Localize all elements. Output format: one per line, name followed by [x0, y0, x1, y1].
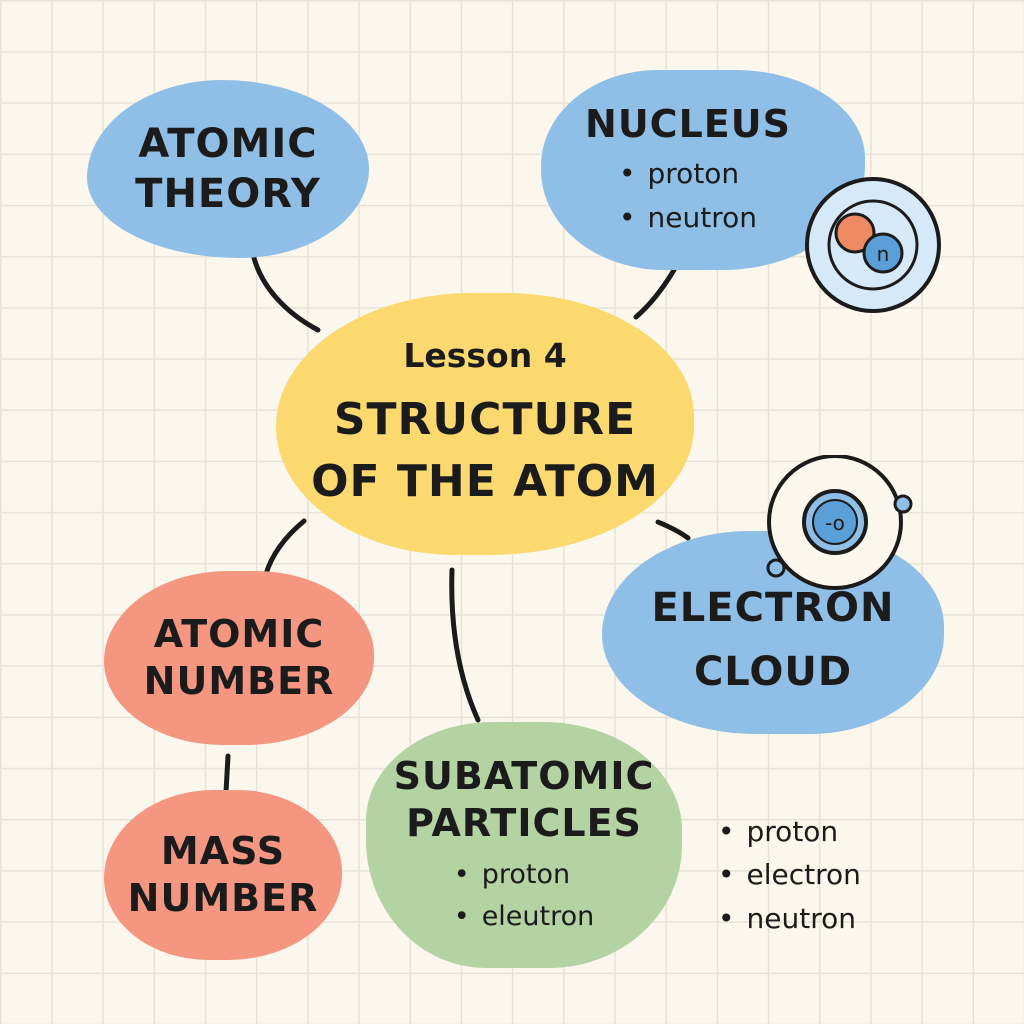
- connector-electron: [655, 519, 691, 541]
- connector-mass-number: [223, 753, 231, 795]
- subatomic-line2: PARTICLES: [406, 801, 642, 846]
- particle-list: proton electron neutron: [718, 810, 861, 940]
- nucleus-title: NUCLEUS: [585, 101, 791, 146]
- connector-theory: [251, 255, 321, 333]
- neutron-icon: [862, 232, 904, 274]
- atomic-theory-node: ATOMIC THEORY: [87, 80, 369, 258]
- electron-dot-left: [766, 558, 786, 578]
- connector-nucleus: [633, 267, 677, 320]
- subatomic-bullet-eleutron: eleutron: [454, 896, 595, 938]
- central-title-line1: STRUCTURE: [333, 393, 637, 445]
- neutron-label: n: [877, 242, 890, 266]
- mass-number-line1: MASS: [160, 828, 286, 873]
- electron-dot-right: [893, 494, 913, 514]
- nucleus-icon: n: [805, 177, 941, 313]
- particle-list-item: electron: [718, 853, 861, 896]
- lesson-label: Lesson 4: [403, 335, 567, 375]
- atomic-theory-line1: ATOMIC: [138, 121, 318, 167]
- central-topic: Lesson 4 STRUCTURE OF THE ATOM: [276, 293, 694, 555]
- nucleus-bullet-proton: proton: [619, 152, 757, 195]
- atomic-number-line1: ATOMIC: [153, 611, 325, 656]
- subatomic-bullets: proton eleutron: [454, 854, 595, 938]
- connector-subatomic: [449, 567, 481, 723]
- atomic-number-node: ATOMIC NUMBER: [104, 571, 374, 745]
- nucleus-core-label: -o: [825, 511, 845, 535]
- atomic-theory-line2: THEORY: [135, 171, 321, 217]
- mass-number-node: MASS NUMBER: [104, 790, 342, 960]
- electron-cloud-line2: CLOUD: [693, 648, 853, 695]
- nucleus-bullet-neutron: neutron: [619, 196, 757, 239]
- connector-atomic-number: [263, 518, 307, 577]
- subatomic-line1: SUBATOMIC: [393, 753, 655, 798]
- electron-cloud-line1: ELECTRON: [651, 584, 895, 631]
- subatomic-bullet-proton: proton: [454, 854, 595, 896]
- particle-list-item: proton: [718, 810, 861, 853]
- particle-list-item: neutron: [718, 897, 861, 940]
- nucleus-bullets: proton neutron: [619, 152, 757, 239]
- central-title-line2: OF THE ATOM: [311, 455, 659, 507]
- mass-number-line2: NUMBER: [127, 876, 319, 920]
- proton-icon: [834, 212, 876, 254]
- subatomic-particles-node: SUBATOMIC PARTICLES proton eleutron: [366, 722, 682, 968]
- atomic-number-line2: NUMBER: [143, 659, 335, 703]
- electron-orbit-icon: -o: [766, 455, 913, 590]
